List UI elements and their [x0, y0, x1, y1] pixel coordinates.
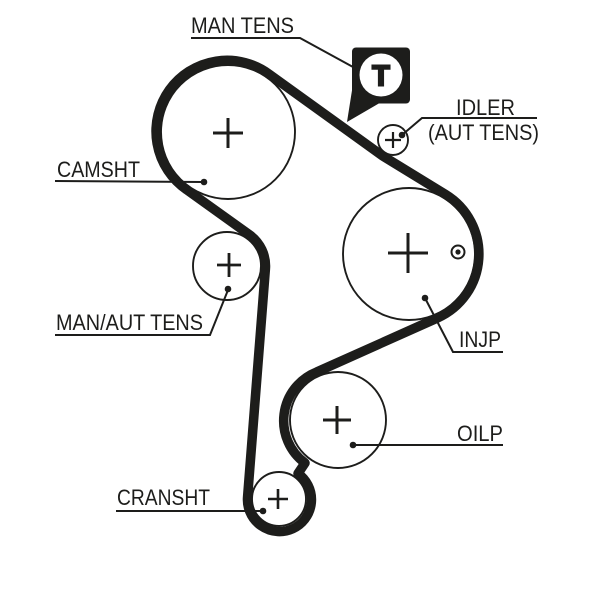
idler-center-cross — [385, 132, 401, 148]
man-aut-tens-center-cross — [217, 253, 241, 277]
idler-leader-dot — [398, 131, 406, 139]
oil-pump-pulley — [289, 371, 387, 469]
oilp-center-cross — [323, 406, 351, 434]
cransht-leader-dot — [259, 507, 267, 515]
injp-leader-line — [424, 297, 503, 353]
oilp-leader-dot — [349, 441, 357, 449]
camsht-leader-dot — [200, 178, 208, 186]
man-tens-leader-line — [191, 37, 354, 68]
label-man-tens: MAN TENS — [191, 13, 294, 38]
camshaft-pulley — [160, 64, 296, 200]
injp-bolt-ring — [450, 244, 466, 260]
label-man-aut-tens: MAN/AUT TENS — [56, 310, 203, 335]
camsht-leader-line — [54, 180, 204, 183]
injp-bolt-dot — [455, 249, 461, 255]
idler-pulley — [377, 124, 409, 156]
label-injp: INJP — [459, 327, 501, 352]
man-aut-tens-leader-dot — [224, 285, 232, 293]
camshaft-center-cross — [213, 118, 243, 148]
label-camsht: CAMSHT — [57, 157, 140, 182]
crankshaft-center-cross — [268, 489, 288, 509]
man-tens-badge-circle — [359, 53, 403, 97]
man-tens-badge: T — [347, 47, 410, 122]
label-idler-line2: (AUT TENS) — [428, 120, 539, 145]
man-aut-tens-leader-line — [55, 289, 229, 336]
label-idler-line1: IDLER — [456, 95, 515, 120]
label-cransht: CRANSHT — [117, 485, 210, 510]
injp-leader-dot — [421, 294, 429, 302]
injp-center-cross — [388, 233, 428, 273]
idler-leader-line — [401, 117, 537, 136]
timing-belt — [151, 55, 484, 537]
man-tens-badge-letter: T — [372, 61, 390, 93]
label-oilp: OILP — [457, 421, 503, 446]
